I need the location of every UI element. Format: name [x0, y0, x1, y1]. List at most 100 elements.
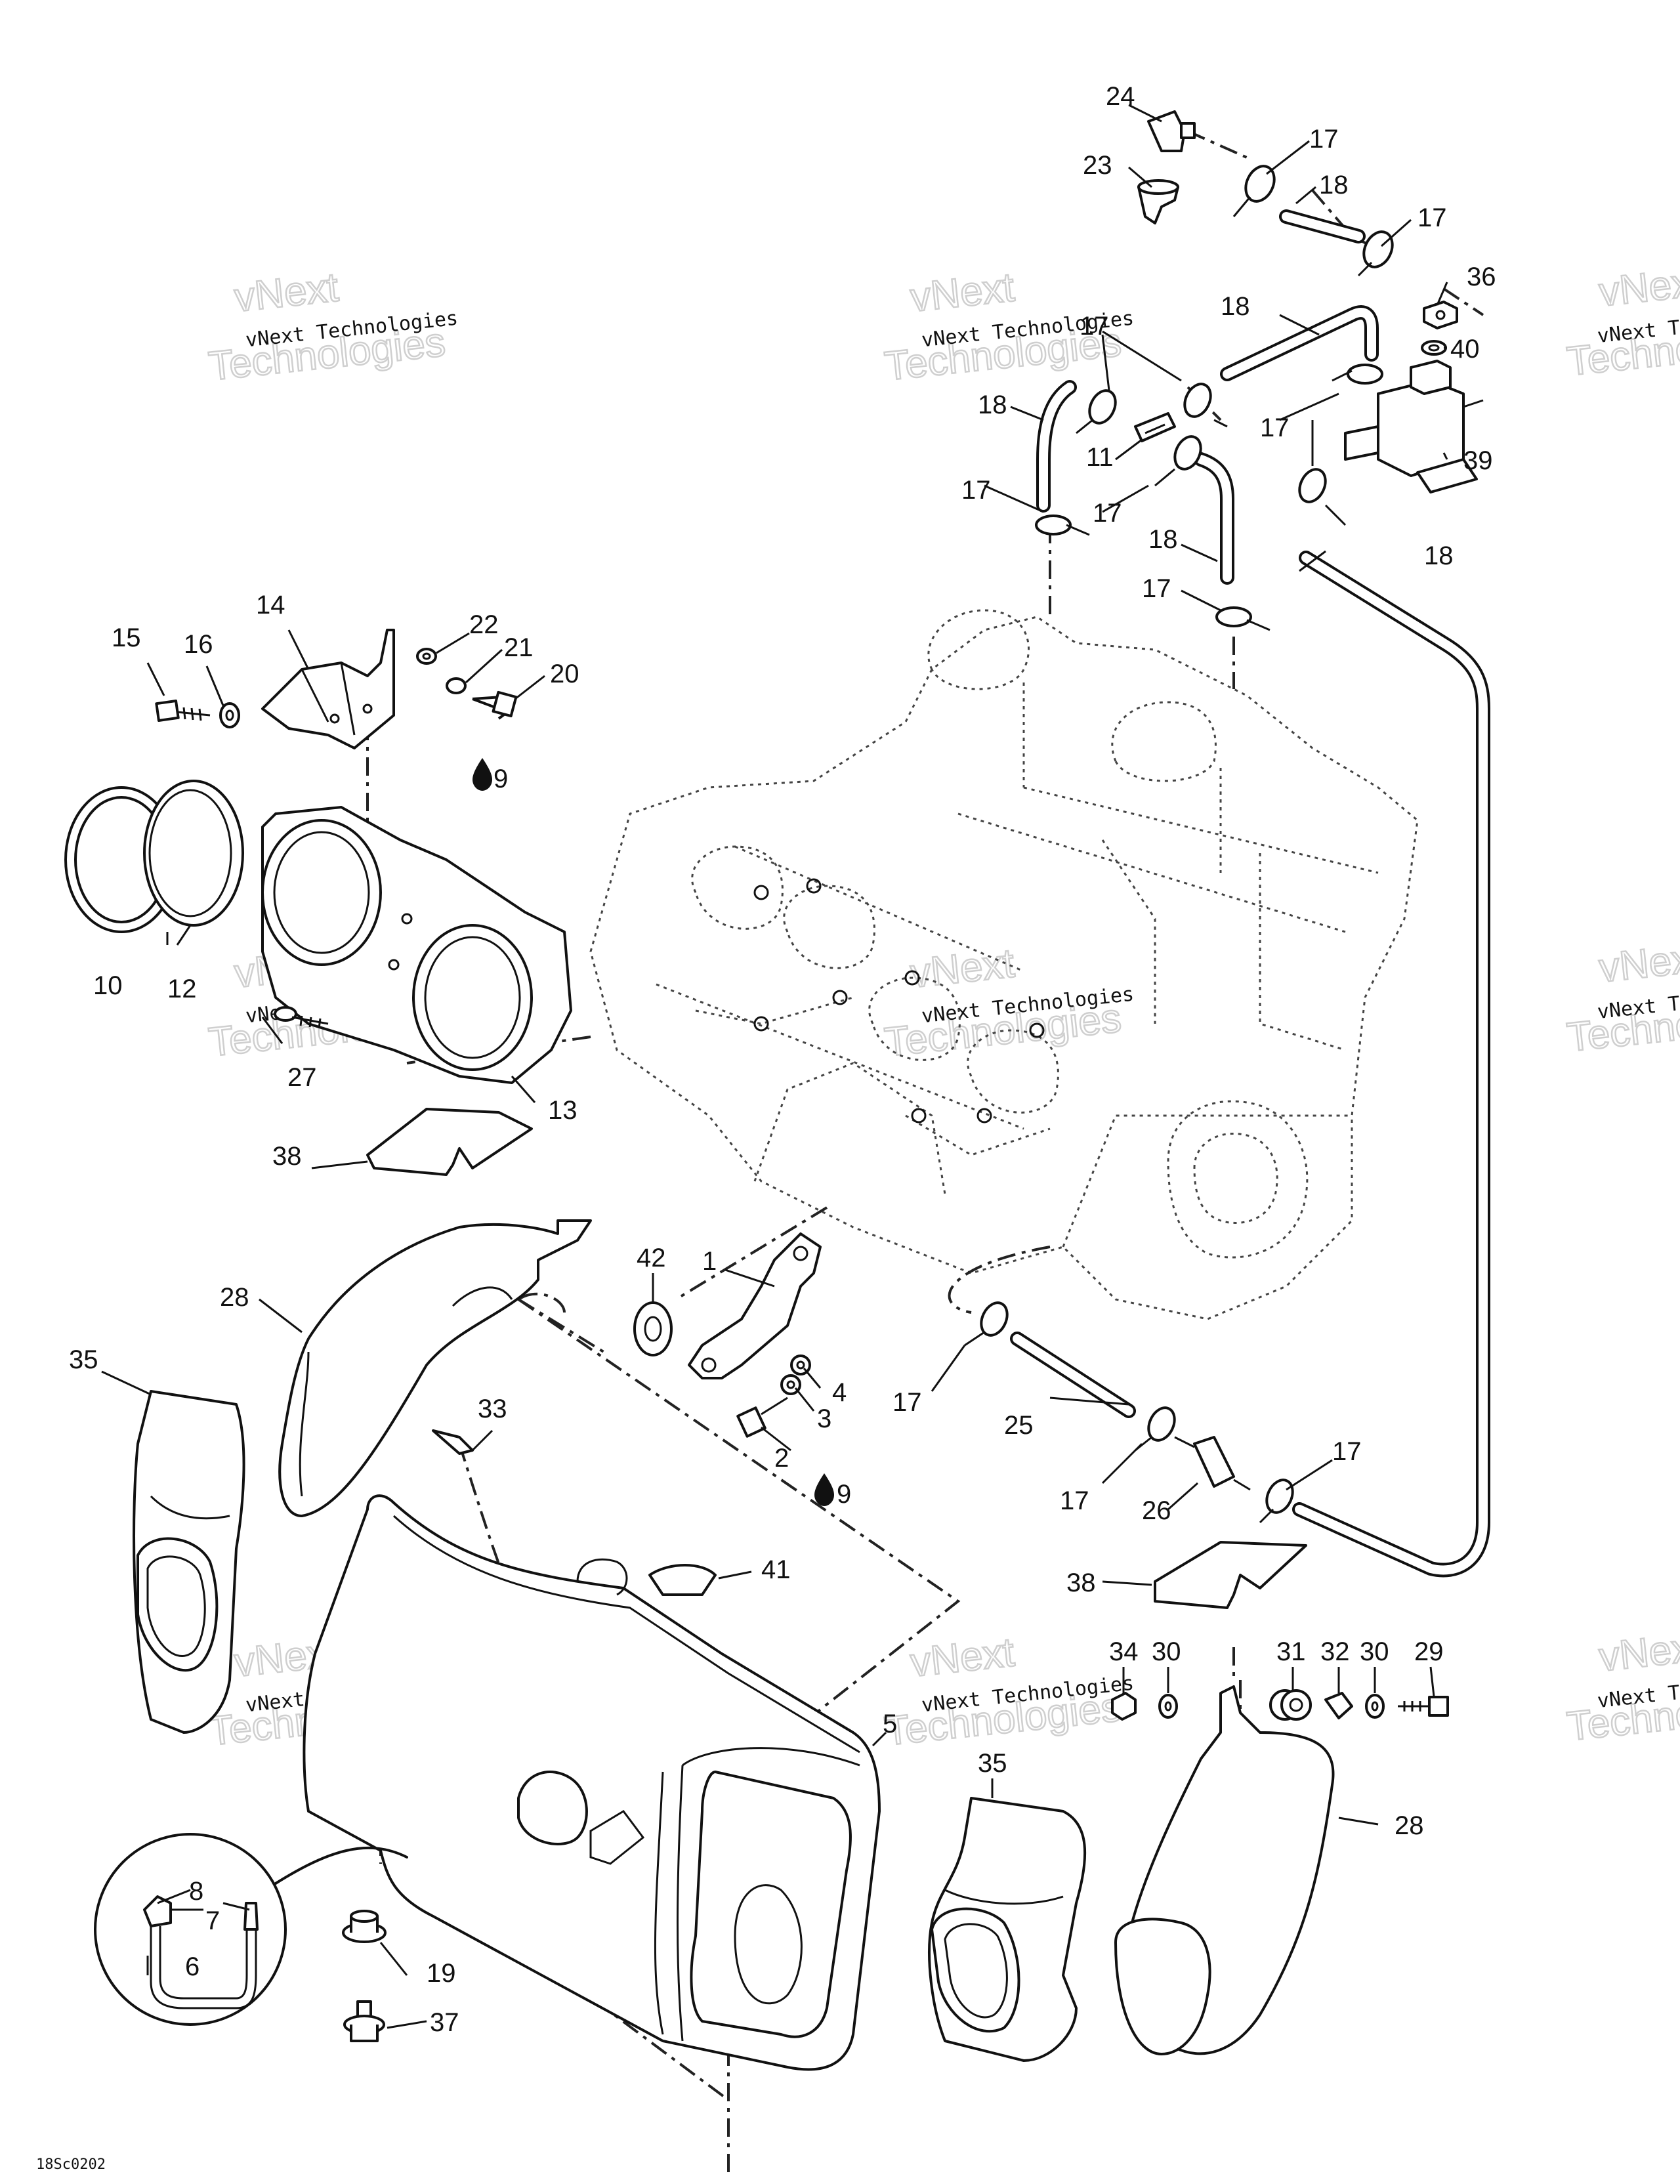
callout-2: 2 [774, 1444, 789, 1473]
air-deflector [1114, 1685, 1335, 2055]
intake-boot [928, 1797, 1087, 2062]
callout-33: 33 [478, 1395, 507, 1423]
check-valve [1134, 412, 1176, 442]
callout-29: 29 [1414, 1637, 1444, 1666]
fuel-filter [1174, 1436, 1251, 1491]
callout-9: 9 [494, 765, 508, 793]
intake-boot [133, 1390, 245, 1734]
callout-28: 28 [1395, 1811, 1424, 1840]
callout-18: 18 [978, 390, 1007, 419]
clip [648, 1564, 717, 1596]
washer [1365, 1694, 1385, 1719]
callout-17: 17 [1142, 574, 1171, 603]
callout-10: 10 [93, 971, 123, 1000]
callout-35: 35 [69, 1345, 98, 1374]
callout-20: 20 [550, 660, 579, 688]
callout-1: 1 [702, 1247, 717, 1276]
callout-16: 16 [184, 630, 213, 659]
callout-3: 3 [817, 1404, 831, 1433]
callout-17: 17 [1332, 1437, 1362, 1466]
grommet [1137, 179, 1179, 224]
callout-18: 18 [1221, 292, 1250, 321]
callout-6: 6 [185, 1952, 200, 1981]
drain-fitting [343, 2000, 385, 2042]
washer [1158, 1694, 1178, 1719]
detail-inset [94, 1833, 408, 2026]
hoses [1010, 209, 1490, 1578]
watermark-large-line1: vNext [1597, 259, 1680, 315]
callout-25: 25 [1004, 1411, 1034, 1440]
throttle-bracket [261, 629, 395, 749]
callout-32: 32 [1320, 1637, 1350, 1666]
clamps [964, 165, 1394, 1524]
nut [1423, 301, 1458, 329]
foam-pad [1154, 1541, 1307, 1609]
callout-4: 4 [832, 1378, 847, 1407]
callout-36: 36 [1467, 262, 1496, 291]
watermark-large-line1: vNext [1597, 1624, 1680, 1680]
callout-21: 21 [504, 633, 534, 662]
callout-19: 19 [427, 1959, 456, 1988]
callout-27: 27 [287, 1063, 317, 1092]
washer [416, 648, 437, 665]
callout-41: 41 [761, 1555, 791, 1584]
callout-26: 26 [1142, 1496, 1171, 1525]
callout-22: 22 [469, 610, 499, 639]
callout-numbers: 24 23 17 18 17 36 40 39 18 17 18 11 17 1… [69, 82, 1496, 2037]
watermark-large-line1: vNext [908, 1629, 1017, 1685]
callout-8: 8 [189, 1877, 203, 1906]
callout-39: 39 [1463, 446, 1493, 475]
callout-17: 17 [1418, 203, 1447, 232]
callout-14: 14 [256, 591, 285, 620]
callout-13: 13 [548, 1096, 578, 1125]
callout-17: 17 [1093, 499, 1122, 528]
bolt [155, 700, 211, 722]
callout-5: 5 [883, 1710, 897, 1738]
callout-34: 34 [1109, 1637, 1139, 1666]
engine-outline [589, 609, 1419, 1320]
callout-37: 37 [430, 2008, 459, 2037]
spacer [1324, 1692, 1353, 1719]
oil-drop-icon [814, 1473, 834, 1506]
callout-38: 38 [1066, 1568, 1096, 1597]
air-box [303, 1494, 881, 2071]
mount-bracket [688, 1232, 822, 1379]
callout-17: 17 [1060, 1486, 1089, 1515]
washer [1421, 340, 1447, 356]
callout-31: 31 [1276, 1637, 1306, 1666]
callout-17: 17 [1080, 312, 1109, 341]
oil-drop-icon [472, 758, 492, 791]
watermark-large-line1: vNext [908, 940, 1017, 996]
foam-pad [366, 1108, 533, 1176]
callout-35: 35 [978, 1749, 1007, 1778]
callout-17: 17 [1309, 125, 1339, 154]
callout-18: 18 [1319, 171, 1349, 200]
callout-17: 17 [892, 1388, 922, 1417]
callout-40: 40 [1450, 335, 1480, 364]
drawing-code: 18Sc0202 [36, 2156, 106, 2173]
callout-leaders [101, 104, 1448, 2029]
callout-18: 18 [1148, 525, 1178, 554]
screw [736, 1396, 788, 1438]
screw [472, 690, 518, 720]
washer [219, 702, 240, 728]
callout-30: 30 [1152, 1637, 1181, 1666]
watermark-large-line1: vNext [232, 264, 341, 320]
callout-23: 23 [1083, 151, 1112, 180]
callout-42: 42 [637, 1244, 666, 1272]
watermark-large-line1: vNext [908, 264, 1017, 320]
clip [432, 1429, 474, 1455]
throttle-plate [261, 806, 572, 1084]
elbow-fitting [1147, 110, 1196, 152]
screw [274, 1006, 329, 1029]
callout-38: 38 [272, 1142, 302, 1171]
callout-7: 7 [205, 1906, 220, 1935]
solenoid-valve [1344, 360, 1484, 494]
callout-11: 11 [1086, 443, 1114, 472]
nut [1111, 1692, 1137, 1721]
callout-30: 30 [1360, 1637, 1389, 1666]
callout-17: 17 [1260, 413, 1290, 442]
washer [446, 677, 467, 694]
callout-18: 18 [1424, 541, 1454, 570]
